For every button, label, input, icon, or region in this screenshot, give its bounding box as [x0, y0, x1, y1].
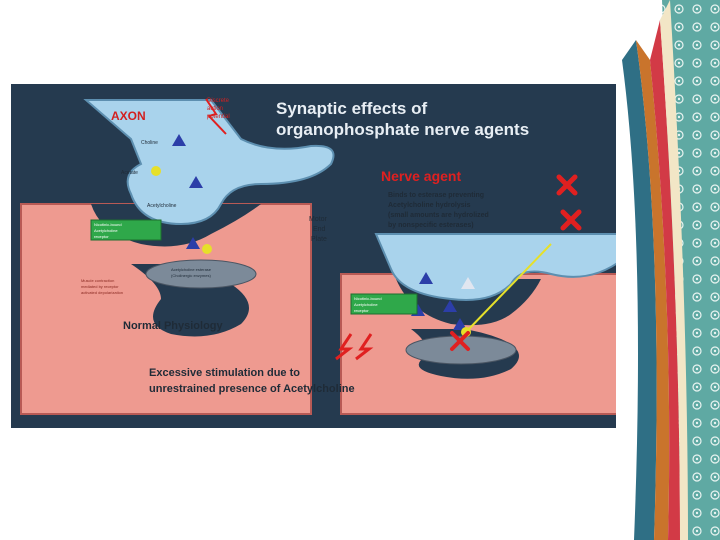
motor-line-2: End: [313, 226, 326, 233]
binds-line-2: Acetylcholine hydrolysis: [388, 202, 471, 209]
choline-molecule: [202, 244, 212, 254]
receptor-right-line-3: receptor: [354, 308, 369, 313]
receptor-left-line-3: receptor: [94, 234, 109, 239]
esterase-line-2: (Cholinergic enzymes): [171, 273, 211, 278]
muscle-line-1: Muscle contraction: [81, 278, 114, 283]
acetate-label: Acetate: [121, 170, 138, 176]
motor-line-3: Plate: [311, 236, 327, 243]
binds-line-4: by nonspecific esterases): [388, 222, 474, 229]
title-line-2: organophosphate nerve agents: [276, 120, 529, 139]
choline-label: Choline: [141, 140, 158, 146]
receptor-right-line-2: Acetylcholine: [354, 302, 378, 307]
receptor-left-line-2: Acetylcholine: [94, 228, 118, 233]
decorative-border: [616, 0, 720, 540]
axon-note-line-1: Discrete: [207, 98, 230, 104]
binds-line-1: Binds to esterase preventing: [388, 192, 484, 199]
receptor-left-line-1: Nicotinic-bound: [94, 222, 122, 227]
normal-physiology-label: Normal Physiology: [123, 320, 224, 332]
binds-line-3: (small amounts are hydrolized: [388, 212, 489, 219]
excess-line-2: unrestrained presence of Acetylcholine: [149, 383, 355, 395]
axon-note-line-2: action: [207, 106, 223, 112]
choline-molecule: [151, 166, 161, 176]
muscle-line-3: activated depolarization: [81, 290, 123, 295]
axon-note-line-3: potential: [207, 114, 230, 120]
acetylcholine-label: Acetylcholine: [147, 203, 177, 209]
muscle-line-2: mediated by receptor: [81, 284, 119, 289]
nerve-agent-label: Nerve agent: [381, 168, 461, 184]
axon-label: AXON: [111, 109, 146, 123]
title-line-1: Synaptic effects of: [276, 99, 427, 118]
excess-line-1: Excessive stimulation due to: [149, 367, 300, 379]
motor-line-1: Motor: [309, 216, 328, 223]
esterase-line-1: Acetylcholine esterase: [171, 267, 212, 272]
synaptic-effects-diagram: Synaptic effects of organophosphate nerv…: [11, 84, 633, 428]
receptor-right-line-1: Nicotinic-bound: [354, 296, 382, 301]
